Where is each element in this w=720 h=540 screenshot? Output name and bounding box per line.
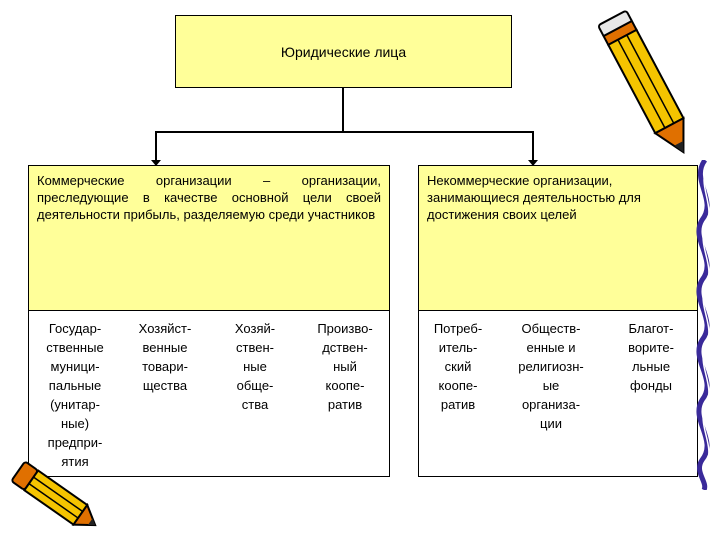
- pencil-icon: [11, 461, 97, 527]
- leaf-business-companies: Хозяй- ствен- ные обще- ства: [234, 321, 276, 412]
- connector-root-vertical: [342, 88, 344, 132]
- commercial-types-row: Государ- ственные муници- пальные (унита…: [28, 310, 390, 477]
- root-label: Юридические лица: [280, 43, 407, 60]
- leaf-state-municipal-enterprises: Государ- ственные муници- пальные (унита…: [46, 321, 104, 469]
- noncommercial-orgs-text: Некоммерческие организации, занимающиеся…: [427, 173, 641, 222]
- noncommercial-orgs-node: Некоммерческие организации, занимающиеся…: [418, 165, 698, 311]
- root-node: Юридические лица: [175, 15, 512, 88]
- pencil-icon: [598, 10, 685, 155]
- leaf-production-cooperative: Произво- дствен- ный коопе- ратив: [317, 321, 373, 412]
- ribbon-icon: [696, 160, 710, 490]
- connector-horizontal: [155, 131, 534, 133]
- leaf-consumer-cooperative: Потреб- итель- ский коопе- ратив: [433, 321, 483, 412]
- noncommercial-types-row: Потреб- итель- ский коопе- ратив Обществ…: [418, 310, 698, 477]
- commercial-orgs-node: Коммерческие организации – организации, …: [28, 165, 390, 311]
- leaf-charitable-funds: Благот- ворите- льные фонды: [628, 321, 674, 393]
- leaf-business-partnerships: Хозяйст- венные товари- щества: [138, 321, 192, 393]
- connector-left-vertical: [155, 131, 157, 165]
- leaf-public-religious-orgs: Обществ- енные и религиозн- ые организа-…: [518, 321, 584, 431]
- connector-right-vertical: [532, 131, 534, 165]
- commercial-orgs-text: Коммерческие организации – организации, …: [37, 173, 381, 222]
